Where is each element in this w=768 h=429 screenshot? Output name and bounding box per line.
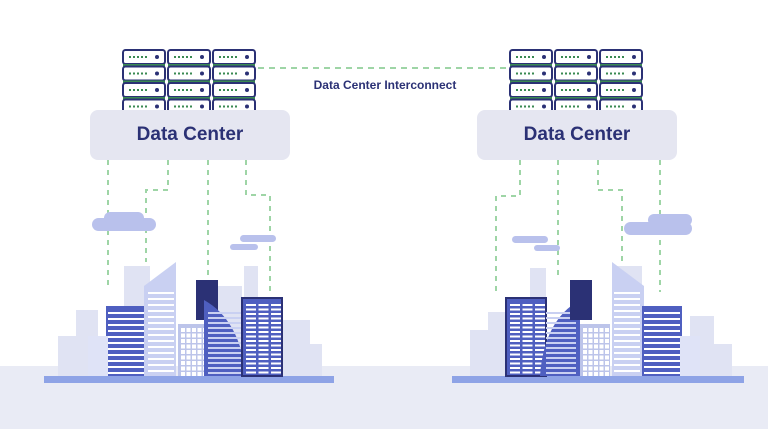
connector-line <box>145 160 169 262</box>
server-unit <box>554 82 598 100</box>
city-skyline-right <box>452 262 744 383</box>
ground-strip <box>44 376 334 383</box>
server-unit <box>212 82 256 100</box>
city-skyline-left <box>44 262 334 383</box>
cloud-icon <box>92 212 156 231</box>
server-unit <box>167 82 211 100</box>
connector-line <box>495 160 521 296</box>
datacenter-label-left: Data Center <box>90 110 290 160</box>
server-unit <box>167 65 211 83</box>
server-unit <box>599 65 643 83</box>
connector-line <box>597 160 623 262</box>
ground-strip <box>452 376 744 383</box>
server-unit <box>599 82 643 100</box>
datacenter-label-right: Data Center <box>477 110 677 160</box>
server-rack-left <box>122 49 256 115</box>
server-unit <box>122 65 166 83</box>
connectors-right <box>495 160 661 296</box>
server-unit <box>167 49 211 67</box>
cloud-icon <box>512 236 560 251</box>
server-rack-right <box>509 49 643 115</box>
interconnect-label: Data Center Interconnect <box>313 78 457 92</box>
server-unit <box>122 49 166 67</box>
server-unit <box>509 65 553 83</box>
server-unit <box>509 82 553 100</box>
server-unit <box>554 49 598 67</box>
server-unit <box>599 49 643 67</box>
server-unit <box>554 65 598 83</box>
server-unit <box>509 49 553 67</box>
cloud-icon <box>624 214 692 235</box>
server-unit <box>212 65 256 83</box>
server-unit <box>212 49 256 67</box>
server-unit <box>122 82 166 100</box>
cloud-icon <box>230 235 276 250</box>
